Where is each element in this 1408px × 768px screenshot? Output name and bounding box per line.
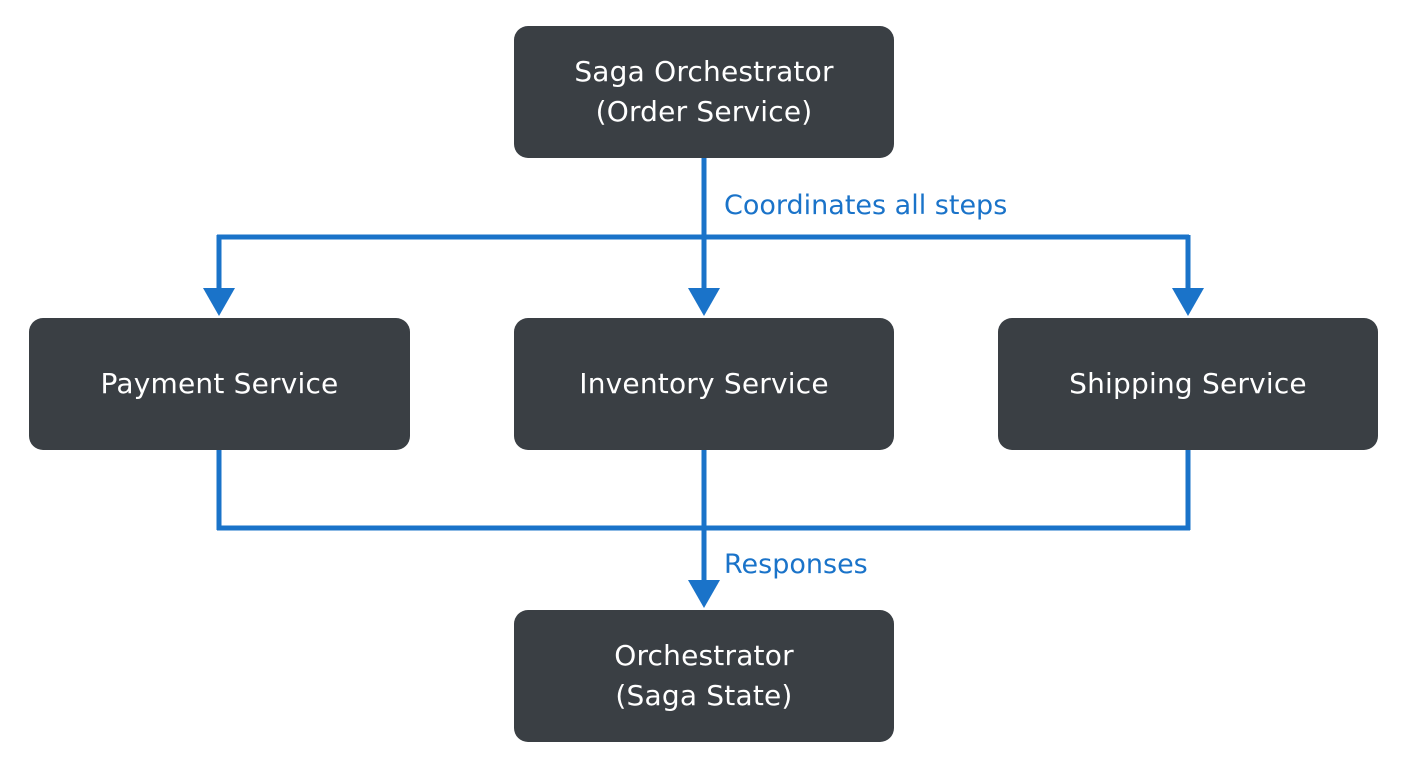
node-payment-service-title: Payment Service <box>100 367 339 400</box>
node-orchestrator-saga-state: Orchestrator (Saga State) <box>514 610 894 742</box>
arrowhead-inventory <box>688 288 720 316</box>
label-responses: Responses <box>724 549 868 580</box>
node-inventory-service-title: Inventory Service <box>579 367 829 400</box>
node-payment-service: Payment Service <box>29 318 410 450</box>
node-orchestrator-saga-state-title: Orchestrator <box>614 639 794 672</box>
node-shipping-service-title: Shipping Service <box>1069 367 1307 400</box>
node-saga-orchestrator-subtitle: (Order Service) <box>595 95 813 128</box>
node-inventory-service: Inventory Service <box>514 318 894 450</box>
node-orchestrator-saga-state-subtitle: (Saga State) <box>615 679 793 712</box>
node-saga-orchestrator: Saga Orchestrator (Order Service) <box>514 26 894 158</box>
label-coordinates-all-steps: Coordinates all steps <box>724 190 1008 221</box>
node-shipping-service: Shipping Service <box>998 318 1378 450</box>
arrowhead-shipping <box>1172 288 1204 316</box>
arrowhead-orchestrator-bottom <box>688 580 720 608</box>
node-saga-orchestrator-title: Saga Orchestrator <box>574 55 834 88</box>
arrowhead-payment <box>203 288 235 316</box>
